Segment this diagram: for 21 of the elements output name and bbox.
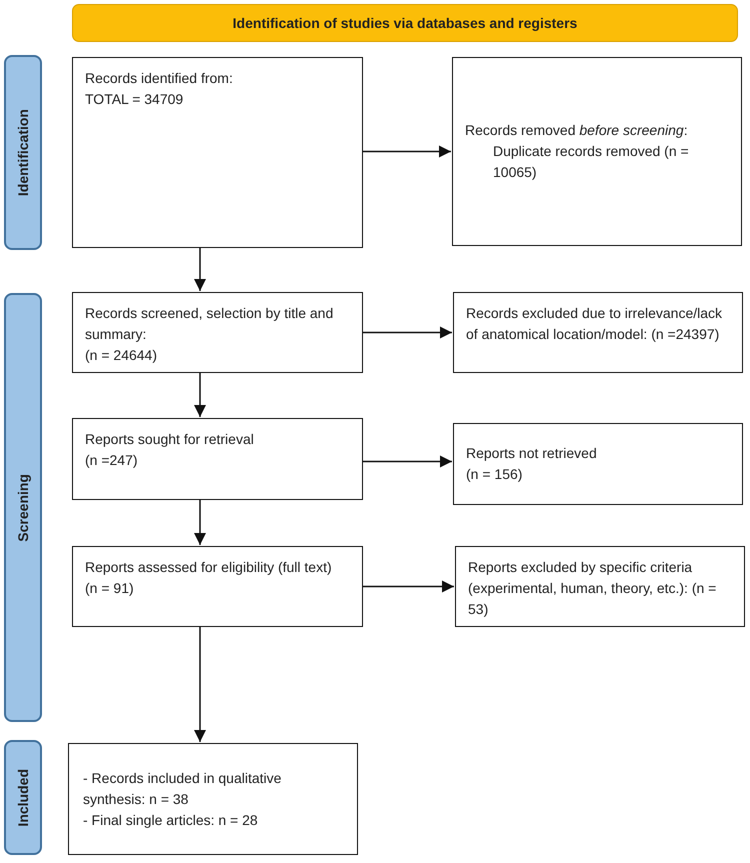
process-box: Reports not retrieved (n = 156) <box>453 423 743 505</box>
process-box: Records excluded due to irrelevance/lack of anatomical location/model: (n =24397) <box>453 292 743 373</box>
arrow <box>194 500 206 545</box>
section-banner: Identification of studies via databases and registers <box>72 4 738 42</box>
phase-tab: Included <box>4 740 42 855</box>
arrow <box>194 627 206 742</box>
arrow <box>363 456 452 468</box>
arrow <box>363 326 452 338</box>
process-box: Records removed before screening: Duplicate records removed (n = 10065) <box>452 57 742 246</box>
phase-tab: Screening <box>4 293 42 722</box>
arrow <box>363 146 451 158</box>
arrow <box>363 580 454 592</box>
process-box: Reports excluded by specific criteria (experimental, human, theory, etc.): (n = 53) <box>455 546 745 627</box>
process-box: - Records included in qualitative synthesis: n = 38 - Final single articles: n = 28 <box>68 743 358 855</box>
phase-tab: Identification <box>4 55 42 250</box>
process-box: Records screened, selection by title and summary: (n = 24644) <box>72 292 363 373</box>
arrow <box>194 248 206 291</box>
process-box: Reports assessed for eligibility (full text) (n = 91) <box>72 546 363 627</box>
process-box: Records identified from: TOTAL = 34709 <box>72 57 363 248</box>
process-box: Reports sought for retrieval (n =247) <box>72 418 363 500</box>
arrow <box>194 373 206 417</box>
